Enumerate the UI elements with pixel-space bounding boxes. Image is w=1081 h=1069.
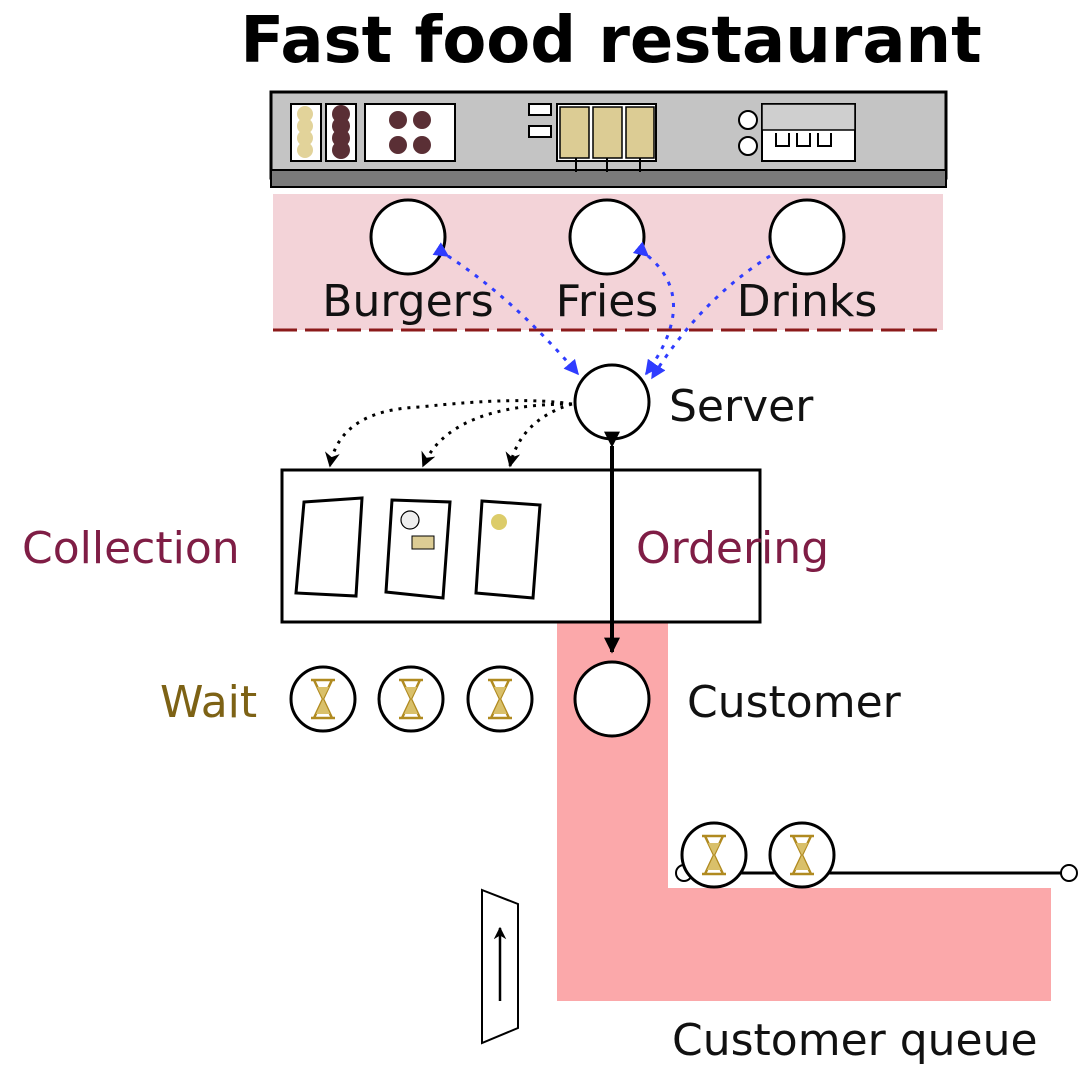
collection-tray-with-drink-and-fries xyxy=(384,498,452,600)
customer-node xyxy=(573,660,651,738)
ordering-zone-label: Ordering xyxy=(636,523,829,574)
burgers-station-node xyxy=(369,198,447,276)
hourglass-icon xyxy=(768,821,836,889)
drinks-station-node xyxy=(768,198,846,276)
fryer-station-icon xyxy=(528,103,657,172)
collection-zone-label: Collection xyxy=(22,523,240,574)
hourglass-icon xyxy=(466,665,534,733)
server-label: Server xyxy=(669,381,814,432)
diagram-title: Fast food restaurant xyxy=(240,4,981,78)
burger-station-icon xyxy=(290,103,456,162)
server-station-links xyxy=(432,241,771,380)
hourglass-icon xyxy=(289,665,357,733)
collection-tray-empty xyxy=(294,496,364,598)
wait-zone-label: Wait xyxy=(160,677,257,728)
hourglass-icon xyxy=(377,665,445,733)
hourglass-icon xyxy=(680,821,748,889)
entrance-door-icon xyxy=(481,888,519,1045)
drink-station-icon xyxy=(738,103,856,162)
customer-queue-label: Customer queue xyxy=(672,1015,1038,1066)
drinks-label: Drinks xyxy=(737,276,878,327)
kitchen-counter xyxy=(269,90,948,188)
fries-label: Fries xyxy=(556,276,658,327)
customer-label: Customer xyxy=(687,677,902,728)
fries-station-node xyxy=(568,198,646,276)
collection-tray-with-burger xyxy=(474,499,542,600)
server-node xyxy=(573,363,651,441)
burgers-label: Burgers xyxy=(322,276,493,327)
server-collection-links xyxy=(325,399,573,468)
